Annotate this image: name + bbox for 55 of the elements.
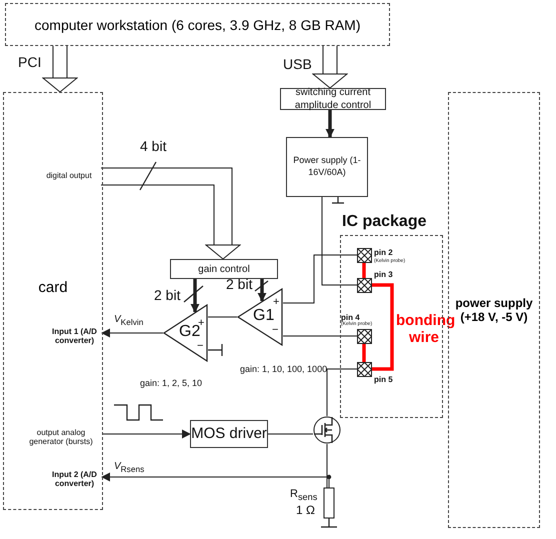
resistor-label: R$_{sens}$	[290, 488, 318, 503]
edge-label: USB	[283, 56, 312, 72]
wire	[326, 444, 328, 488]
amplifier-label: G2	[179, 323, 200, 342]
box-title: card	[38, 279, 68, 296]
bus-arrow	[312, 46, 348, 88]
process-box	[286, 137, 368, 197]
port-label: Input 1 (A/D converter)	[51, 326, 98, 346]
process-box	[190, 420, 268, 448]
polarity-sign: +	[198, 317, 204, 329]
gain-note: gain: 1, 2, 5, 10	[140, 378, 202, 388]
pin-label: pin 3	[374, 270, 393, 280]
bus-arrow	[100, 168, 240, 260]
port-label: digital output	[45, 171, 93, 181]
polarity-sign: −	[272, 324, 278, 337]
edge-label: 2 bit	[154, 287, 180, 304]
heading: IC package	[342, 213, 426, 232]
process-box	[170, 259, 278, 279]
port-label: Input 2 (A/D converter)	[51, 470, 98, 488]
wire	[326, 368, 358, 416]
process-box	[280, 88, 386, 110]
gain-note: gain: 1, 10, 100, 1000	[240, 364, 328, 374]
amplifier-label: G1	[253, 307, 274, 326]
pin-label: pin 4	[341, 313, 360, 322]
pin-label: pin 2	[374, 248, 393, 258]
polarity-sign: +	[273, 296, 280, 308]
box-title: power supply (+18 V, -5 V)	[454, 296, 534, 324]
resistor-value: 1 Ω	[296, 504, 315, 518]
wire	[208, 316, 238, 318]
arrow	[190, 279, 200, 313]
wire	[282, 254, 358, 304]
box-label: Power supply (1-16V/60A)	[292, 155, 362, 179]
box-label: gain control	[198, 262, 250, 276]
edge-label: V$_{Kelvin}$	[114, 314, 144, 328]
pin-label: pin 5	[374, 375, 393, 384]
bonding-wire	[371, 283, 394, 371]
bonding-wire	[362, 262, 366, 278]
arrow	[326, 110, 334, 138]
bonding-wire	[362, 343, 366, 362]
arrow	[258, 279, 266, 302]
edge-label: 4 bit	[140, 138, 166, 154]
box-title: computer workstation (6 cores, 3.9 GHz, 8 GB RAM)	[34, 16, 360, 32]
bus-arrow	[42, 46, 78, 92]
polarity-sign: −	[197, 340, 204, 353]
card-box	[3, 92, 103, 510]
arrow	[101, 472, 330, 488]
arrow	[101, 328, 164, 338]
edge-label: PCI	[18, 54, 42, 70]
arrow	[102, 430, 191, 438]
wire	[322, 196, 358, 286]
box-label: MOS driver	[191, 424, 267, 444]
box-label: switching current amplitude control	[294, 86, 372, 112]
dashed-box	[5, 3, 390, 46]
port-label: output analog generator (bursts)	[28, 428, 94, 446]
edge-label: V$_{Rsens}$	[114, 461, 144, 475]
